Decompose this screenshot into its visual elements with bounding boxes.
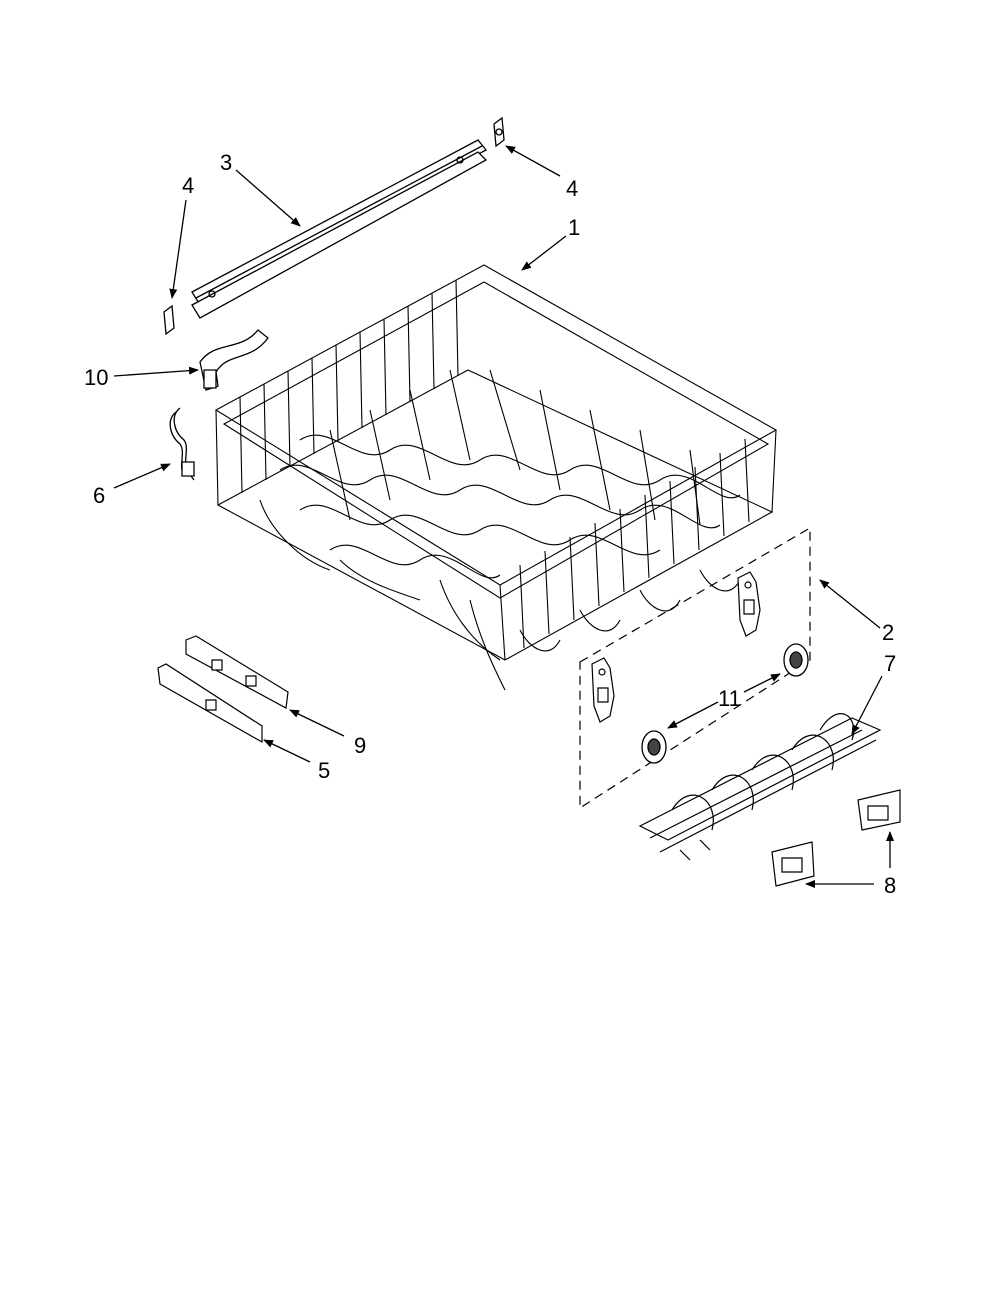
leader-4-right <box>505 146 560 176</box>
callout-9: 9 <box>354 733 367 758</box>
rack-insert-frame <box>186 636 288 708</box>
callout-1: 1 <box>568 215 581 240</box>
rack-track-rail <box>192 140 486 318</box>
adjuster-assembly-box <box>580 528 810 808</box>
shelf-clip-left <box>772 842 814 886</box>
callout-10: 10 <box>84 365 109 390</box>
rack-adjuster-right <box>738 572 760 636</box>
rack-wheel-right <box>784 644 808 676</box>
callout-6: 6 <box>93 483 106 508</box>
rack-insert-cover <box>158 664 262 742</box>
leader-3 <box>236 170 301 227</box>
leader-2 <box>819 579 880 628</box>
leader-1 <box>521 236 566 271</box>
wire-cup-shelf <box>640 714 880 860</box>
callout-2: 2 <box>882 620 895 645</box>
hose-clip <box>170 408 194 480</box>
leader-6 <box>114 464 171 488</box>
callout-5: 5 <box>318 758 331 783</box>
rack-adjuster-left <box>592 658 614 722</box>
shelf-clip-right <box>858 790 900 830</box>
callout-7: 7 <box>884 651 897 676</box>
leader-11-right <box>744 674 781 692</box>
callout-4-right: 4 <box>566 176 579 201</box>
callout-8: 8 <box>884 873 897 898</box>
leader-9 <box>289 710 344 736</box>
callout-11: 11 <box>718 686 741 711</box>
leader-4-left <box>169 200 186 299</box>
rack-bracket <box>200 330 268 390</box>
leader-10 <box>114 366 199 376</box>
leader-7 <box>852 676 882 735</box>
track-end-cap-left <box>164 306 174 334</box>
rack-wheel-left <box>642 731 666 763</box>
upper-dishrack <box>216 265 776 690</box>
track-end-cap-right <box>494 118 504 146</box>
leader-11-left <box>667 702 718 728</box>
callout-3: 3 <box>220 150 233 175</box>
callout-4-left: 4 <box>182 173 195 198</box>
leader-5 <box>263 740 310 762</box>
leader-lines <box>114 146 894 888</box>
